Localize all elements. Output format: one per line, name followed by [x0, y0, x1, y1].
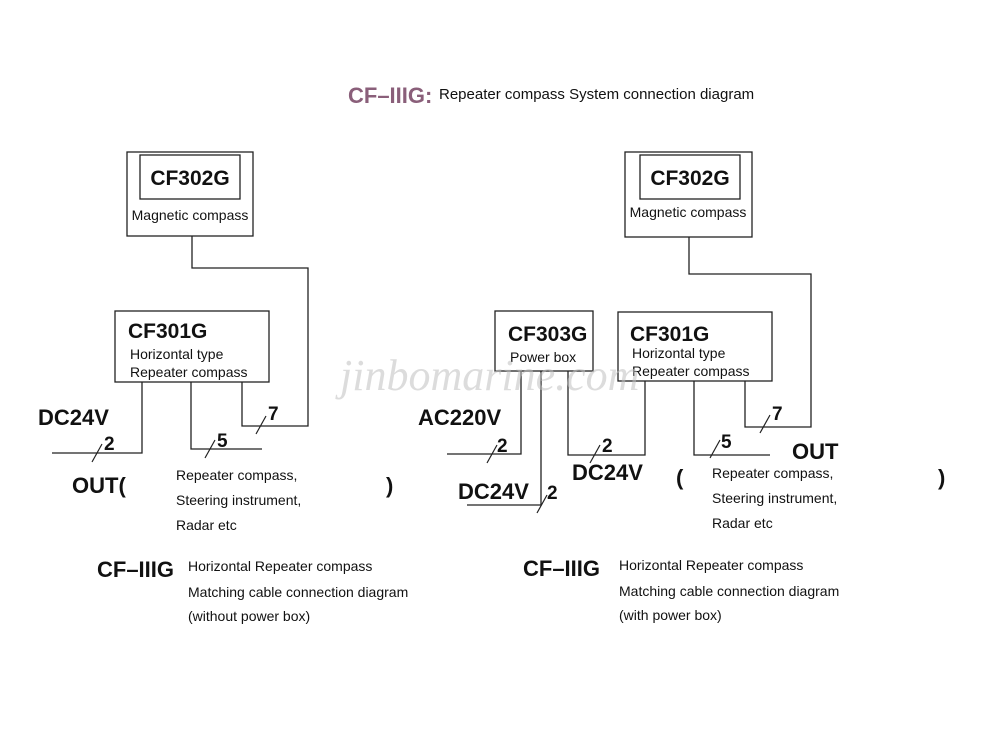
right-wire-compass [688, 237, 812, 428]
left-cable-dc: 2 [104, 434, 115, 455]
right-repeater-line2: Repeater compass [632, 363, 750, 379]
left-caption-code: CF–IIIG [97, 557, 174, 582]
right-cable-out: 5 [721, 432, 732, 453]
right-device-3: Radar etc [712, 515, 773, 531]
left-cable-out: 5 [217, 431, 228, 452]
left-device-3: Radar etc [176, 517, 237, 533]
right-caption-line1: Horizontal Repeater compass [619, 557, 803, 573]
right-compass-label: Magnetic compass [630, 204, 747, 220]
left-repeater-line1: Horizontal type [130, 346, 224, 362]
left-magnetic-compass-box: CF302G Magnetic compass [126, 151, 254, 237]
left-device-1: Repeater compass, [176, 467, 297, 483]
right-wire-dc-b [567, 371, 646, 456]
right-paren-open: ( [676, 465, 684, 490]
right-paren-close: ) [938, 465, 945, 490]
right-wire-out [693, 381, 770, 456]
left-out-close: ) [386, 473, 393, 498]
left-diagram: CF302G Magnetic compass CF301G Horizonta… [38, 151, 408, 624]
right-power-box: CF303G Power box [494, 310, 594, 372]
right-dc-label-b: DC24V [572, 460, 643, 485]
right-compass-model: CF302G [650, 167, 729, 190]
title-text: Repeater compass System connection diagr… [439, 86, 754, 103]
right-caption-line2: Matching cable connection diagram [619, 583, 839, 599]
left-wire-out [190, 382, 262, 450]
left-repeater-box: CF301G Horizontal type Repeater compass [114, 310, 270, 383]
title-code: CF–IIIG: [348, 83, 432, 108]
left-compass-label: Magnetic compass [132, 207, 249, 223]
left-caption-line1: Horizontal Repeater compass [188, 558, 372, 574]
right-cable-dc-a: 2 [547, 483, 558, 504]
left-out-label: OUT( [72, 473, 126, 498]
left-caption-line3: (without power box) [188, 608, 310, 624]
right-device-2: Steering instrument, [712, 490, 837, 506]
right-cable-compass: 7 [772, 404, 783, 425]
left-wire-compass [191, 236, 309, 427]
right-cable-ac: 2 [497, 436, 508, 457]
left-compass-model: CF302G [150, 167, 229, 190]
right-out-label: OUT [792, 439, 839, 464]
right-cable-dc-b: 2 [602, 436, 613, 457]
right-wire-ac [447, 371, 522, 455]
right-ac-label: AC220V [418, 405, 501, 430]
left-repeater-line2: Repeater compass [130, 364, 248, 380]
right-repeater-model: CF301G [630, 323, 709, 346]
left-wire-dc [52, 382, 143, 454]
watermark: jinbomarine.com [335, 351, 639, 400]
right-dc-label-a: DC24V [458, 479, 529, 504]
right-powerbox-label: Power box [510, 349, 576, 365]
right-caption-code: CF–IIIG [523, 556, 600, 581]
left-repeater-model: CF301G [128, 320, 207, 343]
left-caption-line2: Matching cable connection diagram [188, 584, 408, 600]
right-repeater-box: CF301G Horizontal type Repeater compass [617, 311, 773, 382]
right-device-1: Repeater compass, [712, 465, 833, 481]
right-diagram: CF302G Magnetic compass CF303G Power box… [418, 151, 945, 623]
right-caption-line3: (with power box) [619, 607, 722, 623]
left-device-2: Steering instrument, [176, 492, 301, 508]
right-repeater-line1: Horizontal type [632, 345, 726, 361]
left-dc-label: DC24V [38, 405, 109, 430]
right-powerbox-model: CF303G [508, 323, 587, 346]
right-magnetic-compass-box: CF302G Magnetic compass [624, 151, 753, 238]
left-cable-compass: 7 [268, 404, 279, 425]
